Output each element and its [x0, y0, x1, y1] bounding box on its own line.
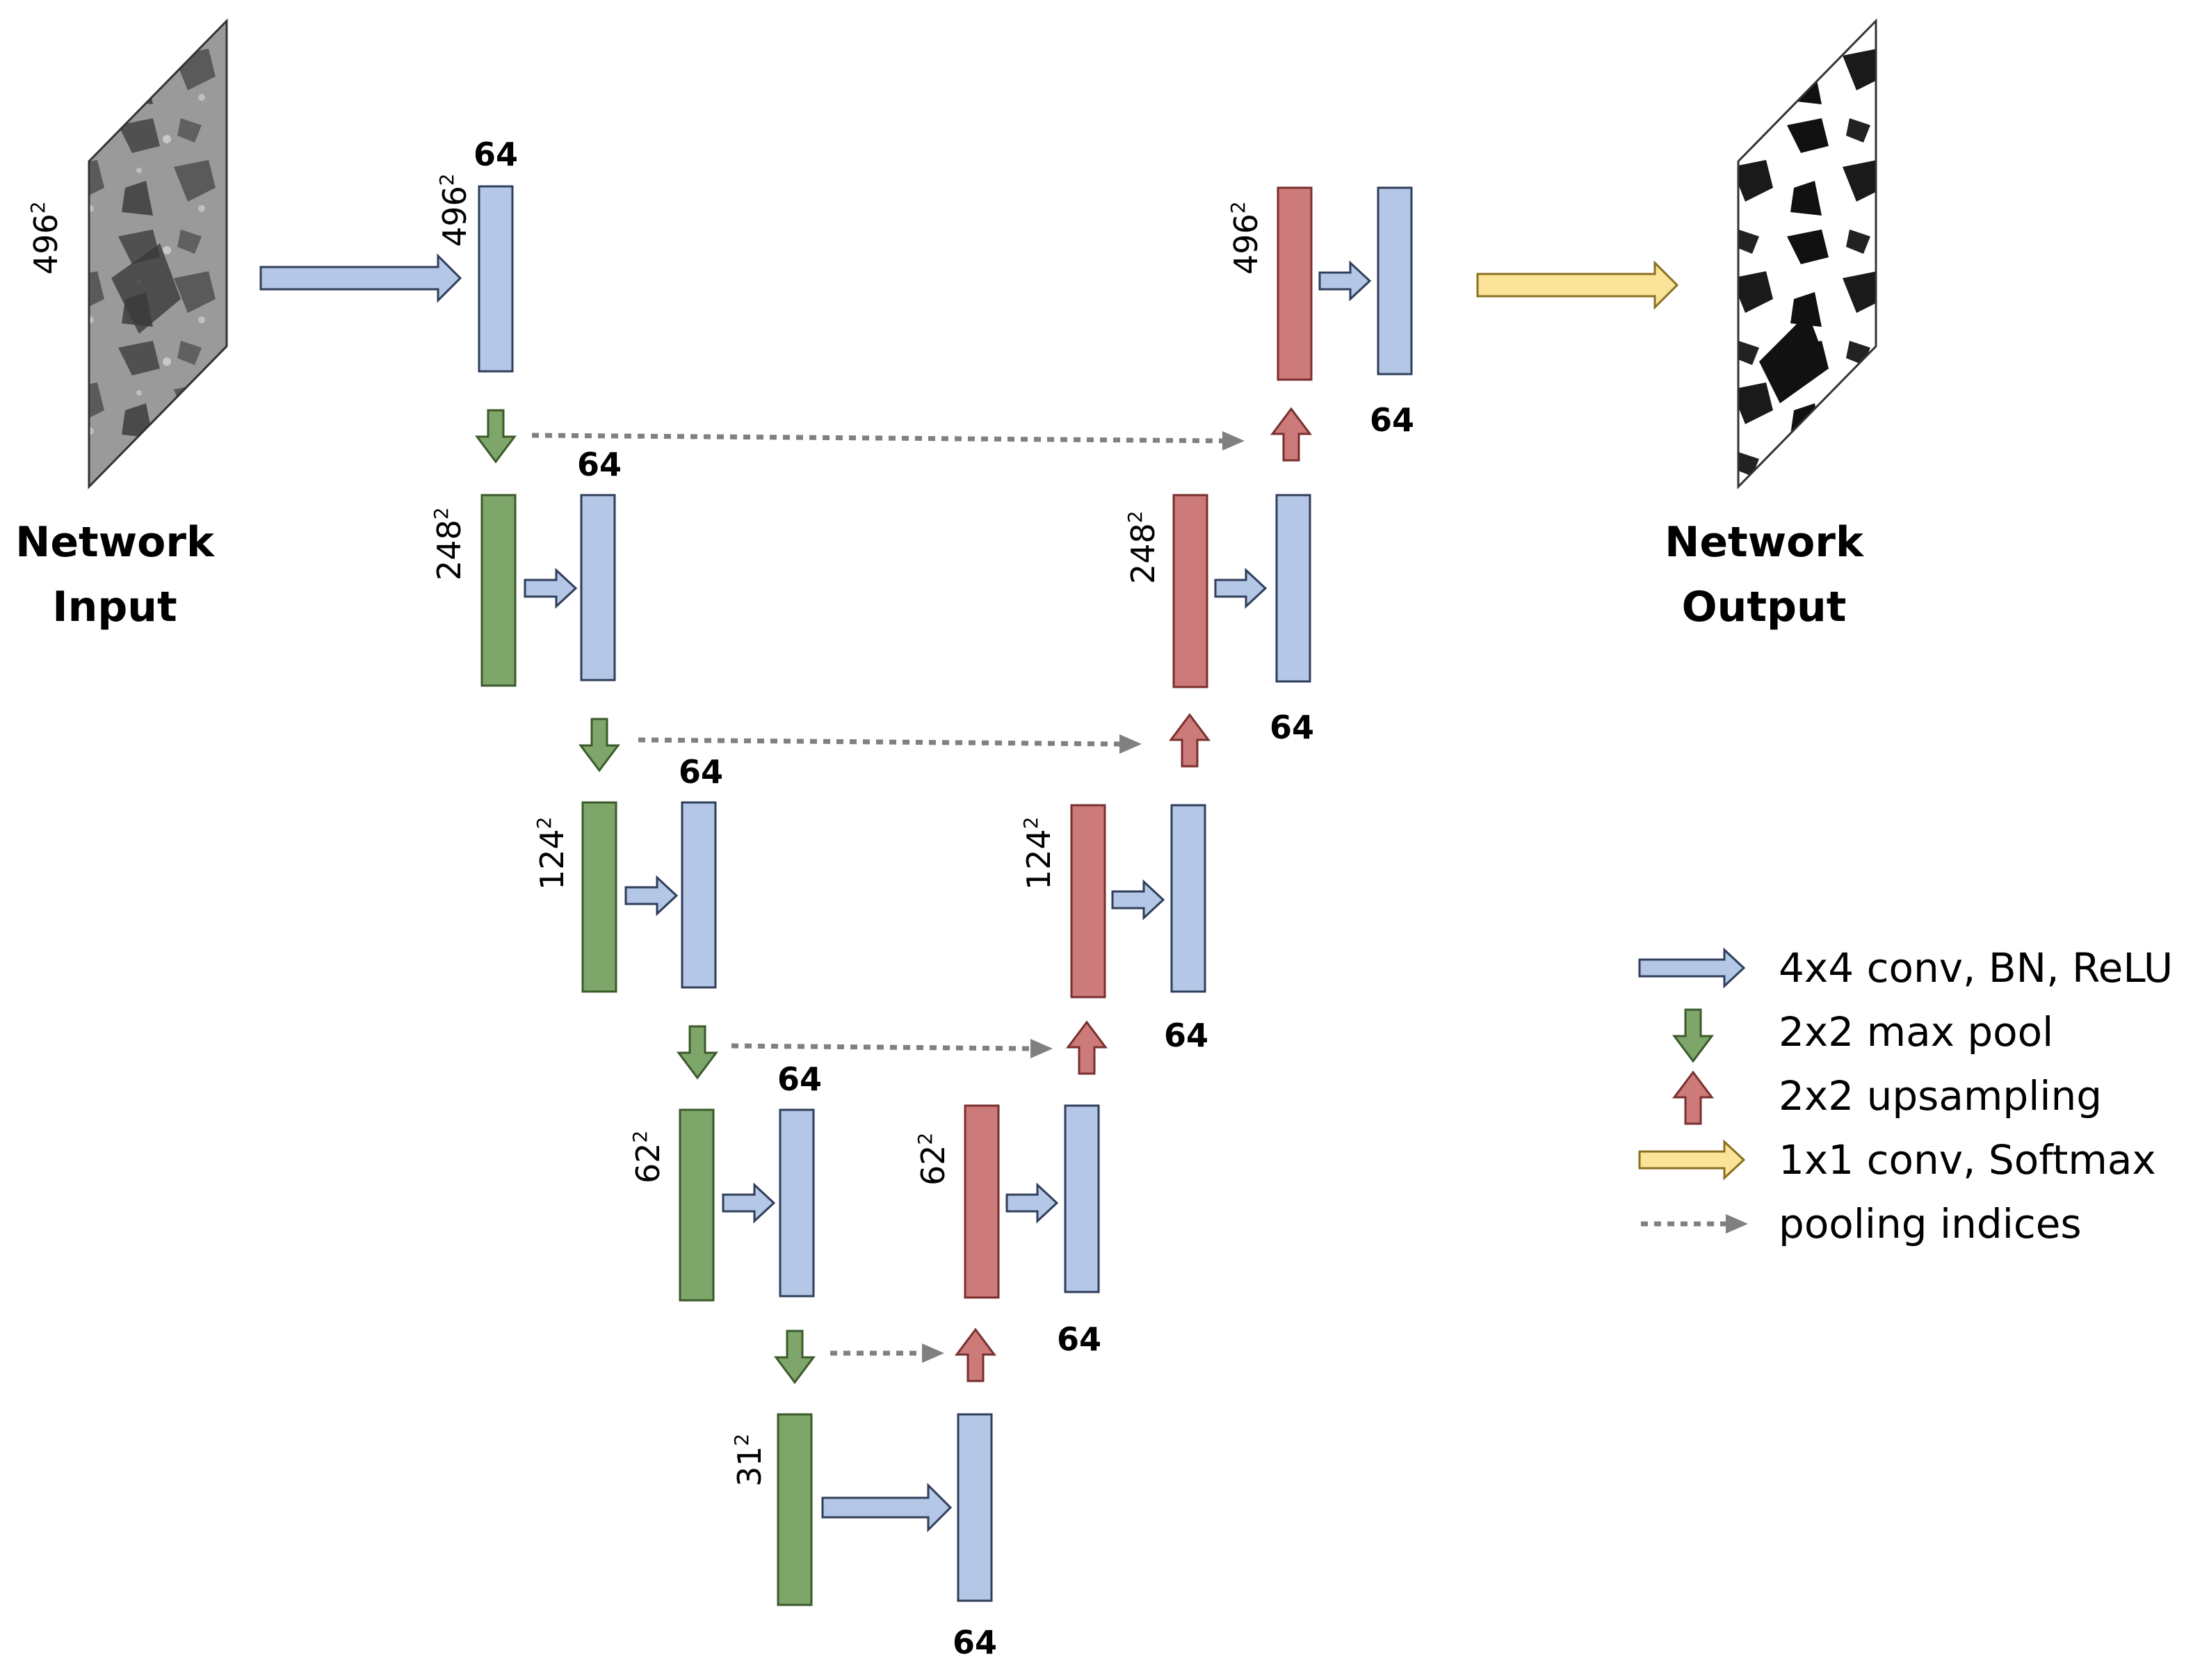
dec1-upsample-arrow — [1270, 407, 1312, 462]
bottleneck-conv-arrow — [821, 1483, 953, 1533]
enc3-conv-block — [681, 801, 717, 989]
legend-label-conv: 4x4 conv, BN, ReLU — [1779, 944, 2173, 992]
network-output-label-line2: Output — [1682, 583, 1847, 631]
enc4-size: 622 — [629, 1131, 667, 1184]
enc4-pool-block — [679, 1108, 715, 1302]
dec3-conv-arrow — [1111, 879, 1165, 921]
dec3-upsample-arrow — [1066, 1020, 1108, 1075]
dec1-conv-arrow — [1318, 260, 1372, 302]
bottleneck-conv-block — [957, 1413, 993, 1602]
dec3-channels: 64 — [1164, 1017, 1208, 1054]
enc2-pool-block — [480, 494, 517, 687]
dec3-size: 1242 — [1019, 816, 1058, 890]
dec2-channels: 64 — [1270, 709, 1314, 746]
input-conv-arrow — [259, 253, 462, 303]
dec3-conv-block — [1170, 804, 1206, 993]
dec4-upsample-arrow — [955, 1327, 996, 1382]
network-input-image — [88, 18, 228, 490]
dec2-upsample-arrow — [1169, 713, 1211, 768]
enc5-pool-block — [777, 1413, 813, 1606]
enc1-maxpool-arrow — [475, 409, 517, 464]
dec2-size: 2482 — [1124, 510, 1162, 584]
enc4-maxpool-arrow — [774, 1330, 816, 1384]
dec4-size: 622 — [914, 1133, 952, 1186]
enc3-maxpool-arrow — [677, 1025, 718, 1080]
enc4-channels: 64 — [777, 1060, 822, 1098]
enc1-channels: 64 — [474, 136, 518, 173]
enc2-channels: 64 — [577, 446, 622, 483]
input-size-label: 4962 — [26, 201, 65, 275]
dec2-upsample-block — [1172, 494, 1208, 688]
network-input-label-line2: Input — [52, 583, 177, 631]
dec3-upsample-block — [1070, 804, 1106, 999]
bottleneck-size: 312 — [730, 1434, 768, 1487]
network-input-label-line1: Network — [15, 518, 216, 567]
softmax-arrow — [1476, 260, 1679, 310]
conv-arrow-icon — [1638, 947, 1746, 989]
enc1-size: 4962 — [435, 173, 474, 247]
pooling-indices-arrow-4 — [830, 1343, 944, 1363]
legend-label-indices: pooling indices — [1779, 1200, 2082, 1247]
dec1-size: 4962 — [1227, 201, 1265, 275]
legend-label-softmax: 1x1 conv, Softmax — [1779, 1136, 2156, 1184]
dec2-conv-arrow — [1214, 567, 1268, 609]
pooling-indices-arrow-1 — [531, 431, 1245, 451]
network-output-image — [1737, 18, 1877, 490]
down-arrow-icon — [1672, 1008, 1714, 1063]
legend-label-upsampling: 2x2 upsampling — [1779, 1072, 2102, 1120]
pooling-indices-arrow-2 — [638, 734, 1142, 754]
dotted-arrow-icon — [1641, 1214, 1748, 1234]
dec4-upsample-block — [964, 1104, 1000, 1299]
dec1-upsample-block — [1277, 186, 1313, 381]
enc2-maxpool-arrow — [578, 718, 620, 773]
enc2-size: 2482 — [430, 507, 468, 581]
enc3-conv-arrow — [624, 875, 679, 916]
dec4-conv-arrow — [1005, 1182, 1059, 1224]
up-arrow-icon — [1672, 1070, 1714, 1125]
enc1-conv-block — [478, 185, 514, 373]
dec1-conv-block — [1377, 186, 1413, 375]
enc2-conv-block — [580, 494, 616, 681]
enc2-conv-arrow — [524, 567, 578, 609]
enc3-pool-block — [581, 801, 617, 993]
network-output-label-line1: Network — [1665, 518, 1865, 567]
dec1-channels: 64 — [1370, 401, 1414, 439]
legend-label-maxpool: 2x2 max pool — [1779, 1008, 2053, 1056]
dec2-conv-block — [1275, 494, 1311, 683]
pooling-indices-arrow-3 — [731, 1039, 1053, 1058]
softmax-arrow-icon — [1638, 1139, 1746, 1181]
bottleneck-channels: 64 — [953, 1624, 997, 1661]
enc3-channels: 64 — [679, 753, 723, 791]
enc3-size: 1242 — [533, 816, 571, 890]
legend: 4x4 conv, BN, ReLU 2x2 max pool 2x2 upsa… — [1638, 944, 2173, 1247]
dec4-channels: 64 — [1057, 1320, 1101, 1358]
enc4-conv-arrow — [722, 1182, 776, 1224]
enc4-conv-block — [779, 1108, 815, 1298]
dec4-conv-block — [1064, 1104, 1100, 1293]
